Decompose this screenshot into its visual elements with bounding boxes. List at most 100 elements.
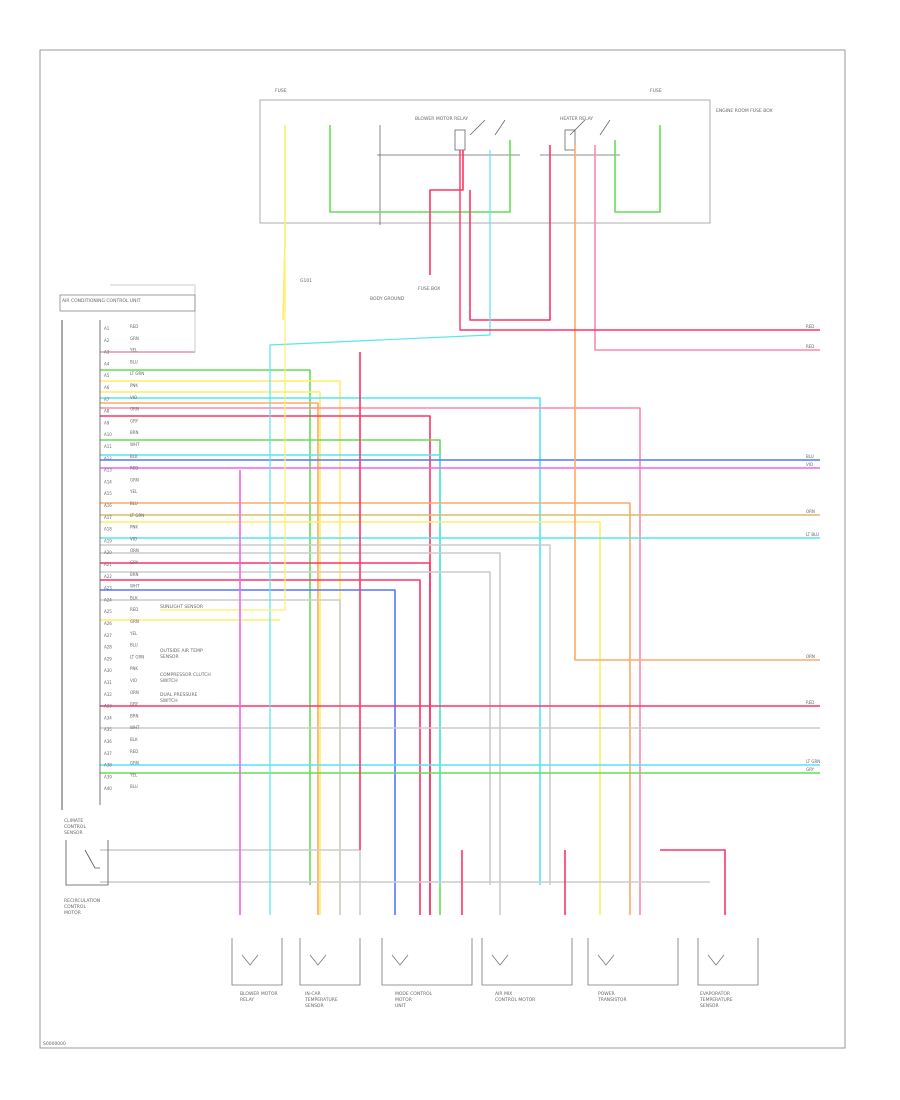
wire-color-label: YEL <box>129 772 138 777</box>
pin-label: A18 <box>104 527 112 532</box>
pin-label: A3 <box>104 350 110 355</box>
component-label: SENSOR <box>700 1003 719 1009</box>
wire-color-label: GRN <box>130 619 139 624</box>
wire-color-label: BLU <box>130 784 138 789</box>
ground-label-3: FUSE BOX <box>418 286 440 292</box>
right-wire-label: LT GRN <box>806 759 820 764</box>
wire-color-label: YEL <box>129 489 138 494</box>
right-wire-label: LT BLU <box>806 532 819 537</box>
wire-group <box>100 125 820 915</box>
relay-coil-green <box>329 125 511 213</box>
top-label-5: ENGINE ROOM FUSE BOX <box>716 108 773 114</box>
component-label: UNIT <box>395 1003 406 1009</box>
yellow-sensor-feed <box>160 260 286 611</box>
right-wire-label: ORN <box>806 654 815 659</box>
pin-label: A36 <box>104 739 112 744</box>
heater-feed-red <box>469 145 551 321</box>
red-feed-right <box>459 150 820 331</box>
wire-color-label: YEL <box>129 631 138 636</box>
sensor-label-2: CONTROL <box>64 824 86 830</box>
wire-color-label: LT GRN <box>130 513 144 518</box>
wire-color-label: LT GRN <box>130 654 144 659</box>
sensor-label-1: CLIMATE <box>64 818 83 824</box>
wire-color-label: PNK <box>130 666 138 671</box>
heater-coil-green <box>614 125 661 213</box>
top-grounds: G101 BODY GROUND FUSE BOX <box>300 278 440 302</box>
wire-color-label: GRN <box>130 761 139 766</box>
ground-label-1: G101 <box>300 278 312 284</box>
pin-label: A6 <box>104 385 110 390</box>
component-label: RELAY <box>240 997 254 1003</box>
wire-color-label: BRN <box>130 430 139 435</box>
pin-label: A13 <box>104 468 112 473</box>
wire-color-label: GRN <box>130 477 139 482</box>
wire-color-label: RED <box>130 324 138 329</box>
diagram-frame <box>39 49 846 1049</box>
pin-label: A28 <box>104 645 112 650</box>
motor-label-2: CONTROL <box>64 904 86 910</box>
bus-wire-6 <box>100 402 319 915</box>
pin-label: A37 <box>104 751 112 756</box>
module-loop <box>100 284 196 353</box>
ground-label-2: BODY GROUND <box>370 296 405 302</box>
wire-color-label: GRY <box>130 702 139 707</box>
wire-color-label: WHT <box>130 584 140 589</box>
wire-color-label: VIO <box>130 536 137 541</box>
pin-label: A1 <box>104 326 110 331</box>
pin-label: A8 <box>104 409 110 414</box>
left-module-title: AIR CONDITIONING CONTROL UNIT <box>62 298 141 304</box>
bus-wire-10 <box>100 454 441 885</box>
wire-color-label: VIO <box>130 395 137 400</box>
wire-color-label: BLK <box>130 454 138 459</box>
figure-code: S0000000 <box>43 1041 66 1047</box>
pin-label: A22 <box>104 574 112 579</box>
pin-label: A14 <box>104 479 112 484</box>
pin-label: A7 <box>104 397 110 402</box>
wire-color-label: WHT <box>130 442 140 447</box>
pin-label: A32 <box>104 692 112 697</box>
top-label-3: BLOWER MOTOR RELAY <box>415 116 468 122</box>
wire-color-label: BLU <box>130 501 138 506</box>
side-note-2: OUTSIDE AIR TEMP <box>160 648 203 654</box>
component-label: SENSOR <box>305 1003 324 1009</box>
bus-wire-4 <box>100 391 321 915</box>
bus-wire-23 <box>100 599 341 915</box>
bus-wire-2 <box>100 369 311 885</box>
sensor-label-3: SENSOR <box>64 830 83 836</box>
wire-color-label: ORN <box>130 407 139 412</box>
bus-wire-7 <box>100 407 641 915</box>
right-wire-label: VIO <box>806 462 813 467</box>
wire-color-label: BRN <box>130 572 139 577</box>
pin-label: A4 <box>104 361 110 366</box>
right-wire-label: RED <box>806 700 814 705</box>
pin-label: A20 <box>104 550 112 555</box>
bus-wire-19 <box>100 562 431 915</box>
pin-label: A40 <box>104 786 112 791</box>
component-label: CONTROL MOTOR <box>495 997 535 1003</box>
pin-label: A39 <box>104 774 112 779</box>
pin-label: A2 <box>104 338 110 343</box>
pin-label: A31 <box>104 680 112 685</box>
pin-label: A24 <box>104 597 112 602</box>
bus-wire-21 <box>100 579 421 915</box>
wire-color-label: WHT <box>130 725 140 730</box>
right-wire-label: ORN <box>806 509 815 514</box>
fuse-feed-yellow <box>282 125 286 321</box>
wire-color-label: GRY <box>130 418 139 423</box>
wire-color-label: ORN <box>130 548 139 553</box>
component-label: TRANSISTOR <box>597 997 627 1003</box>
wire-color-label: GRN <box>130 336 139 341</box>
pin-label: A16 <box>104 503 112 508</box>
right-wire-label: GRY <box>806 767 815 772</box>
pin-label: A15 <box>104 491 112 496</box>
side-notes: SUNLIGHT SENSOR OUTSIDE AIR TEMP SENSOR … <box>160 604 211 704</box>
component-label: TEMPERATURE <box>304 997 338 1003</box>
wire-color-label: BLU <box>130 359 138 364</box>
